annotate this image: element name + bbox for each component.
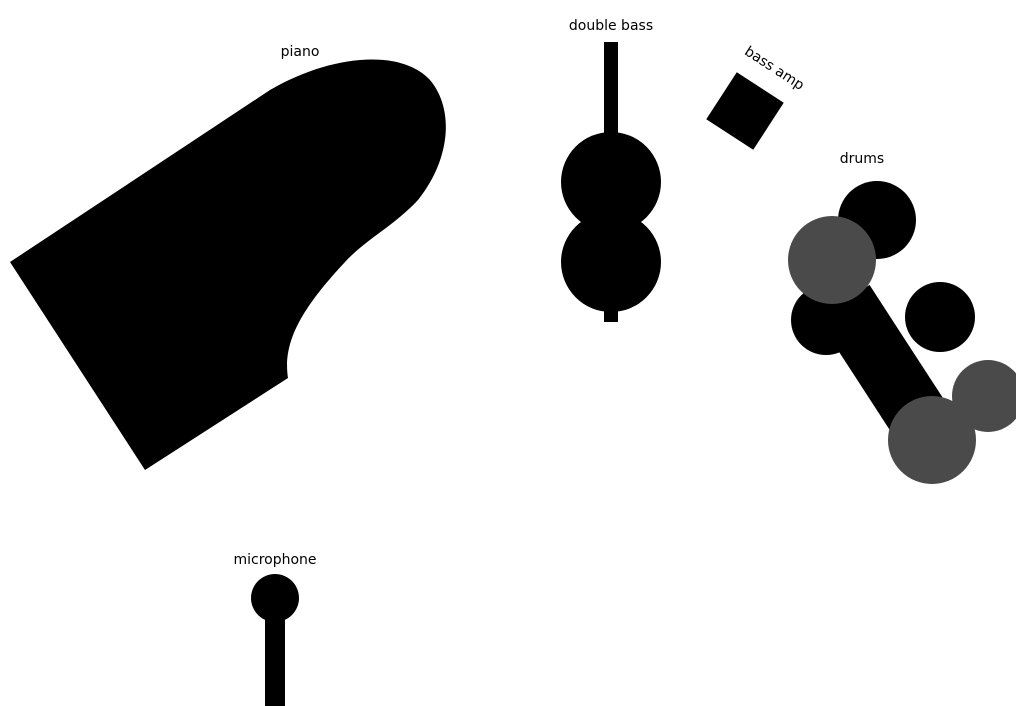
rack-tom xyxy=(905,282,975,352)
microphone-head xyxy=(251,574,299,622)
drums-label: drums xyxy=(840,151,884,167)
double-bass-lower-bout xyxy=(561,212,661,312)
bass-amp: bass amp xyxy=(706,44,807,150)
double-bass-label: double bass xyxy=(569,18,653,34)
piano-body xyxy=(10,59,446,470)
cymbal-hihat xyxy=(888,396,976,484)
bass-amp-cabinet xyxy=(706,72,783,149)
drum-kit: drums xyxy=(788,151,1016,484)
piano-label: piano xyxy=(281,44,320,60)
double-bass: double bass xyxy=(561,18,661,322)
microphone-label: microphone xyxy=(233,552,316,568)
piano: piano xyxy=(10,44,446,470)
cymbal-crash xyxy=(788,216,876,304)
microphone: microphone xyxy=(233,552,316,706)
